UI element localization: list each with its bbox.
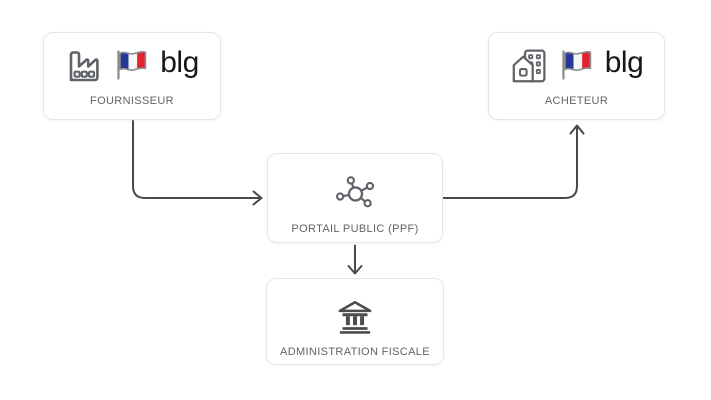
node-acheteur: blg ACHETEUR (488, 32, 665, 120)
administration-icons-row (336, 296, 374, 336)
node-fournisseur: blg FOURNISSEUR (43, 32, 221, 120)
buildings-icon (512, 48, 546, 82)
ppf-icons-row (335, 173, 376, 213)
fournisseur-icons-row: blg (65, 45, 199, 85)
french-flag-icon (562, 49, 591, 80)
node-administration-label: ADMINISTRATION FISCALE (280, 346, 430, 358)
edge-fournisseur-ppf-arrowhead (252, 190, 263, 206)
edge-ppf-administration-arrowhead (347, 265, 363, 275)
bank-icon (338, 300, 372, 334)
node-ppf-label: PORTAIL PUBLIC (PPF) (291, 222, 419, 235)
edge-fournisseur-ppf (132, 120, 262, 199)
edge-ppf-acheteur (442, 127, 578, 199)
node-administration: ADMINISTRATION FISCALE (266, 278, 444, 365)
hub-icon (335, 175, 374, 207)
french-flag-icon (117, 49, 147, 80)
node-acheteur-label: ACHETEUR (544, 94, 609, 107)
factory-icon (69, 50, 99, 81)
blg-logo: blg (160, 45, 199, 79)
blg-logo: blg (604, 45, 644, 79)
node-ppf: PORTAIL PUBLIC (PPF) (267, 153, 443, 243)
acheteur-icons-row: blg (510, 45, 644, 85)
edge-ppf-acheteur-arrowhead (569, 124, 585, 135)
node-fournisseur-label: FOURNISSEUR (90, 94, 174, 107)
